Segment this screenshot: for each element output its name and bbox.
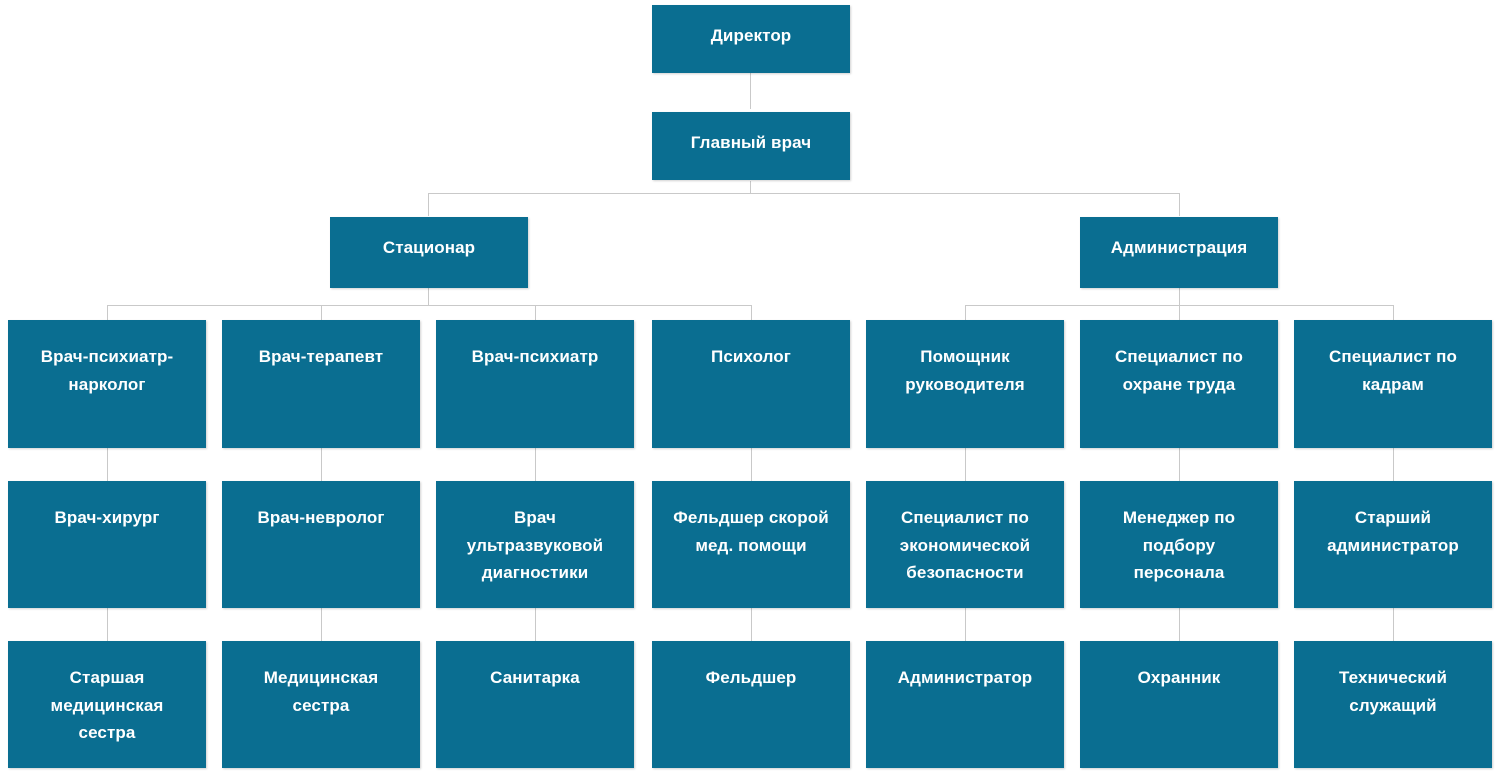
connector-administration-stem xyxy=(1179,288,1180,305)
connector-level3-bus xyxy=(428,193,1179,194)
connector-to-administration xyxy=(1179,193,1180,216)
node-chief-doctor[interactable]: Главный врач xyxy=(652,112,850,180)
node-director[interactable]: Директор xyxy=(652,5,850,73)
node-administration[interactable]: Администрация xyxy=(1080,217,1278,288)
connector-col7-r5-r6 xyxy=(1393,608,1394,641)
connector-drop-psychiatrist xyxy=(535,305,536,320)
connector-to-inpatient xyxy=(428,193,429,216)
connector-director-chief xyxy=(750,73,751,109)
node-administrator[interactable]: Администратор xyxy=(866,641,1064,768)
node-senior-administrator[interactable]: Старший администратор xyxy=(1294,481,1492,608)
node-hr-specialist[interactable]: Специалист по кадрам xyxy=(1294,320,1492,448)
node-therapist[interactable]: Врач-терапевт xyxy=(222,320,420,448)
node-inpatient[interactable]: Стационар xyxy=(330,217,528,288)
connector-col3-r4-r5 xyxy=(535,448,536,481)
node-psychiatrist-narcologist[interactable]: Врач-психиатр- нарколог xyxy=(8,320,206,448)
node-technical-staff[interactable]: Технический служащий xyxy=(1294,641,1492,768)
node-psychologist[interactable]: Психолог xyxy=(652,320,850,448)
node-emergency-paramedic[interactable]: Фельдшер скорой мед. помощи xyxy=(652,481,850,608)
connector-col5-r5-r6 xyxy=(965,608,966,641)
connector-drop-hr-specialist xyxy=(1393,305,1394,320)
node-neurologist[interactable]: Врач-невролог xyxy=(222,481,420,608)
connector-chief-stem xyxy=(750,181,751,193)
connector-col4-r5-r6 xyxy=(751,608,752,641)
node-labor-safety-specialist[interactable]: Специалист по охране труда xyxy=(1080,320,1278,448)
connector-col6-r4-r5 xyxy=(1179,448,1180,481)
node-paramedic[interactable]: Фельдшер xyxy=(652,641,850,768)
connector-col3-r5-r6 xyxy=(535,608,536,641)
connector-col7-r4-r5 xyxy=(1393,448,1394,481)
connector-col6-r5-r6 xyxy=(1179,608,1180,641)
connector-drop-psychologist xyxy=(751,305,752,320)
connector-col1-r4-r5 xyxy=(107,448,108,481)
connector-drop-therapist xyxy=(321,305,322,320)
node-recruitment-manager[interactable]: Менеджер по подбору персонала xyxy=(1080,481,1278,608)
node-head-nurse[interactable]: Старшая медицинская сестра xyxy=(8,641,206,768)
node-economic-security-specialist[interactable]: Специалист по экономической безопасности xyxy=(866,481,1064,608)
node-psychiatrist[interactable]: Врач-психиатр xyxy=(436,320,634,448)
connector-inpatient-bus xyxy=(107,305,751,306)
connector-drop-assistant-manager xyxy=(965,305,966,320)
node-ultrasound-doctor[interactable]: Врач ультразвуковой диагностики xyxy=(436,481,634,608)
node-surgeon[interactable]: Врач-хирург xyxy=(8,481,206,608)
connector-col2-r5-r6 xyxy=(321,608,322,641)
connector-col5-r4-r5 xyxy=(965,448,966,481)
connector-col4-r4-r5 xyxy=(751,448,752,481)
connector-inpatient-stem xyxy=(428,288,429,305)
node-security-guard[interactable]: Охранник xyxy=(1080,641,1278,768)
connector-drop-labor-safety xyxy=(1179,305,1180,320)
connector-drop-psychiatrist-narcologist xyxy=(107,305,108,320)
node-nurse[interactable]: Медицинская сестра xyxy=(222,641,420,768)
connector-col2-r4-r5 xyxy=(321,448,322,481)
node-orderly[interactable]: Санитарка xyxy=(436,641,634,768)
connector-col1-r5-r6 xyxy=(107,608,108,641)
node-assistant-manager[interactable]: Помощник руководителя xyxy=(866,320,1064,448)
